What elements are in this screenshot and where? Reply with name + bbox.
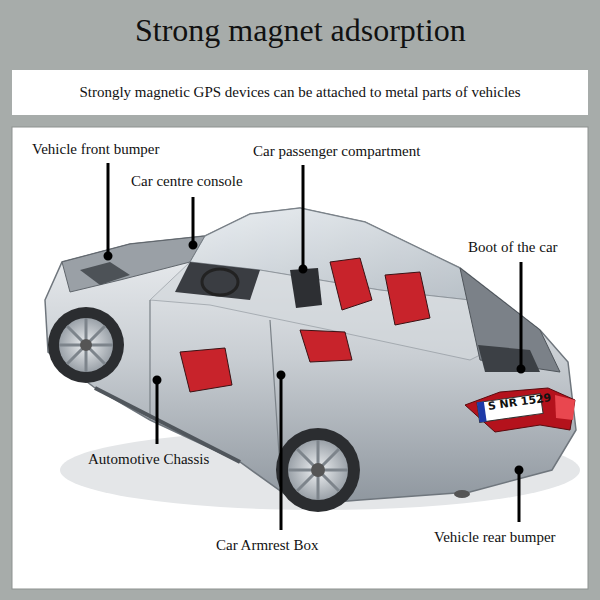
leader-dot bbox=[300, 266, 306, 272]
leader-line bbox=[156, 381, 159, 444]
plate-strip bbox=[477, 402, 487, 423]
car-body bbox=[45, 208, 576, 505]
callout-label: Automotive Chassis bbox=[88, 450, 209, 468]
rim bbox=[59, 318, 113, 372]
callout-label: Car Armrest Box bbox=[216, 536, 319, 554]
leader-dot bbox=[105, 253, 111, 259]
wheel bbox=[48, 307, 124, 383]
leader-line bbox=[302, 165, 305, 268]
leader-line bbox=[107, 163, 110, 255]
leader-dot bbox=[516, 467, 522, 473]
callout-label: Vehicle front bumper bbox=[32, 140, 159, 158]
callout-label: Car centre console bbox=[131, 172, 243, 190]
steering-wheel bbox=[202, 269, 238, 295]
hub bbox=[80, 339, 92, 351]
callout-label: Boot of the car bbox=[468, 238, 558, 256]
exhaust bbox=[454, 490, 470, 498]
boot bbox=[460, 268, 560, 372]
sill bbox=[95, 388, 240, 462]
white-panel bbox=[12, 127, 588, 589]
leader-dot bbox=[278, 372, 284, 378]
callout-label: Car passenger compartment bbox=[253, 142, 420, 160]
boot-part bbox=[478, 345, 540, 372]
seat bbox=[385, 272, 430, 325]
leader-dot bbox=[190, 242, 196, 248]
seat bbox=[330, 258, 372, 310]
door-line bbox=[150, 300, 280, 468]
box-text: Strongly magnetic GPS devices can be att… bbox=[79, 84, 520, 101]
leader-line bbox=[518, 471, 521, 522]
text-box: Strongly magnetic GPS devices can be att… bbox=[12, 70, 588, 115]
engine-part bbox=[80, 262, 130, 285]
seat bbox=[300, 330, 352, 362]
rim bbox=[288, 440, 348, 500]
callout-label: Vehicle rear bumper bbox=[434, 528, 556, 546]
leader-line bbox=[280, 376, 283, 530]
tail-light bbox=[555, 395, 575, 420]
leader-dot bbox=[154, 377, 160, 383]
hub bbox=[311, 463, 325, 477]
spokes bbox=[59, 318, 113, 372]
dashboard bbox=[175, 262, 260, 300]
wheel bbox=[276, 428, 360, 512]
leader-line bbox=[192, 197, 195, 244]
seat bbox=[290, 268, 322, 308]
tail-light bbox=[465, 388, 575, 432]
leader-dot bbox=[518, 366, 524, 372]
leader-line bbox=[520, 262, 523, 368]
seat bbox=[180, 348, 232, 392]
spokes bbox=[288, 440, 348, 500]
title: Strong magnet adsorption bbox=[135, 12, 466, 49]
